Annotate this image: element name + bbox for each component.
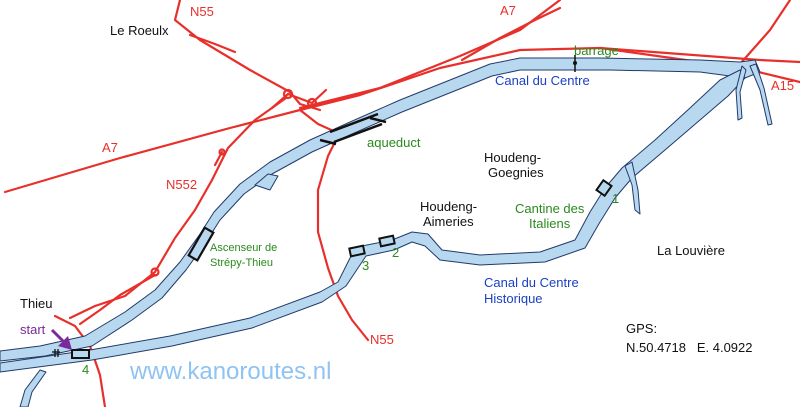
canal-basin bbox=[254, 173, 279, 191]
a15-northeast bbox=[738, 0, 792, 66]
aqueduct-marker bbox=[319, 112, 387, 146]
n55-north-road bbox=[173, 0, 322, 112]
road-label-a7-west: A7 bbox=[102, 140, 118, 155]
feature-label-ascenseur-line2: Strépy-Thieu bbox=[210, 257, 273, 269]
a7-branch-ne bbox=[460, 6, 562, 62]
place-label-le-roeulx: Le Roeulx bbox=[110, 23, 169, 38]
feature-label-cantine-line2: Italiens bbox=[529, 216, 571, 231]
n552-link bbox=[213, 150, 224, 167]
canal-du-centre-new bbox=[0, 57, 761, 362]
interchange-west bbox=[282, 88, 294, 100]
lock-4-marker bbox=[71, 349, 90, 359]
canal-label-historique-line2: Historique bbox=[484, 291, 543, 306]
lock-number-1: 1 bbox=[612, 191, 620, 206]
lock-number-4: 4 bbox=[82, 362, 90, 377]
place-label-thieu: Thieu bbox=[20, 296, 53, 311]
feature-label-cantine-line1: Cantine des bbox=[515, 201, 585, 216]
lock-1-marker bbox=[595, 178, 613, 198]
lock-number-3: 3 bbox=[362, 258, 370, 273]
thieu-connector bbox=[78, 273, 157, 326]
le-roeulx-road bbox=[188, 33, 237, 54]
feature-label-aqueduct: aqueduct bbox=[367, 135, 421, 150]
road-label-a15: A15 bbox=[771, 78, 795, 93]
place-label-la-louviere: La Louvière bbox=[657, 243, 725, 258]
canal-ne-arm-2 bbox=[749, 63, 773, 126]
place-label-houdeng-aimeries-line1: Houdeng- bbox=[420, 199, 478, 214]
start-bridge-marks bbox=[52, 349, 60, 357]
interchange-east bbox=[306, 97, 318, 109]
canal-west-channel bbox=[19, 369, 47, 407]
n55-south-road bbox=[316, 126, 370, 342]
feature-label-barrage: barrage bbox=[574, 43, 619, 58]
canal-label-historique-line1: Canal du Centre bbox=[484, 275, 579, 290]
canal-ne-arm bbox=[735, 65, 747, 121]
ascenseur-marker bbox=[187, 226, 215, 262]
n552-road bbox=[68, 96, 288, 320]
road-label-n552: N552 bbox=[166, 177, 198, 192]
barrage-marker bbox=[573, 55, 577, 72]
n552-roundabout-1 bbox=[218, 148, 226, 156]
watermark-url[interactable]: www.kanoroutes.nl bbox=[130, 358, 332, 385]
feature-label-ascenseur-line1: Ascenseur de bbox=[210, 242, 278, 254]
place-label-houdeng-goegnies-line2: Goegnies bbox=[488, 165, 544, 180]
a7-motorway bbox=[3, 46, 800, 194]
canal-south-arm bbox=[624, 161, 641, 215]
road-label-a7-north: A7 bbox=[500, 3, 516, 18]
lock-2-marker bbox=[378, 234, 396, 248]
place-label-houdeng-aimeries-line2: Aimeries bbox=[423, 214, 474, 229]
canal-label-centre: Canal du Centre bbox=[495, 73, 590, 88]
road-label-n55-north: N55 bbox=[190, 4, 214, 19]
start-arrow bbox=[50, 328, 72, 350]
structures-layer bbox=[50, 55, 613, 359]
lock-3-marker bbox=[348, 244, 366, 258]
gps-coordinates: N.50.4718 E. 4.0922 bbox=[626, 340, 753, 355]
water-layer bbox=[0, 57, 773, 407]
start-label: start bbox=[20, 322, 46, 337]
place-label-houdeng-goegnies-line1: Houdeng- bbox=[484, 150, 542, 165]
lock-number-2: 2 bbox=[392, 245, 400, 260]
gps-label: GPS: bbox=[626, 321, 658, 336]
road-label-n55-south: N55 bbox=[370, 332, 394, 347]
roads-layer bbox=[3, 0, 800, 407]
